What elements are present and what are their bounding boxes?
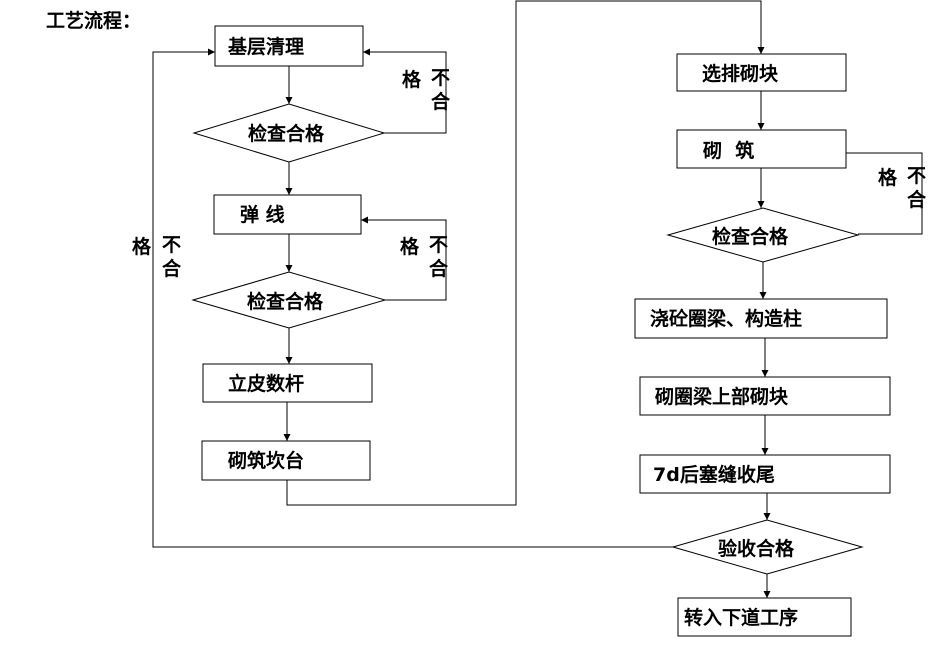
node-masonry [676,129,847,169]
loop-d3-label-bottom: 合 [907,188,927,211]
node-masonry-label: 砌 筑 [702,139,754,162]
loop-d2-label-bottom: 合 [429,257,449,280]
loop-d4-label-top: 不 [162,234,181,256]
node-pour-ring-beam-label: 浇砼圈梁、构造柱 [650,307,802,330]
decision-acceptance-label: 验收合格 [718,537,795,560]
loop-d2-label-top: 不 [429,234,448,256]
loop-d3-n6 [846,152,923,235]
loop-d1-n1 [363,48,447,134]
loop-d2-label-side: 格 [400,235,420,258]
decision-check-1-label: 检查合格 [248,122,325,145]
loop-d3-label-top: 不 [907,165,926,187]
decision-check-3 [666,207,860,263]
node-snap-line [213,194,362,235]
decision-acceptance [671,519,864,575]
decision-check-2-label: 检查合格 [247,290,324,313]
node-upper-blocks [639,376,891,416]
loop-d2-n2 [361,216,447,301]
loop-d1-label-bottom: 合 [431,90,451,113]
node-arrange-blocks [676,53,847,92]
loop-d1-label-side: 格 [402,68,422,91]
node-arrange-blocks-label: 选排砌块 [702,62,779,85]
node-next-process [677,597,852,637]
node-snap-line-label: 弹 线 [240,203,285,226]
node-upper-blocks-label: 砌圈梁上部砌块 [654,385,789,408]
node-seal-gaps [639,454,891,494]
node-base-cleaning-label: 基层清理 [227,35,304,58]
connector-to-right-column [286,0,765,506]
node-pour-ring-beam [634,298,888,339]
node-story-pole-label: 立皮数杆 [228,372,304,395]
loop-d4-n1 [152,48,673,548]
page-title: 工艺流程： [46,10,142,32]
node-base-cleaning [214,25,364,67]
loop-d1-label-top: 不 [431,67,450,89]
loop-d3-label-side: 格 [878,166,898,189]
node-seal-gaps-label: 7d后塞缝收尾 [653,463,775,486]
loop-d4-label-side: 格 [132,235,152,258]
node-build-curb [201,440,371,481]
loop-d4-label-bottom: 合 [162,257,182,280]
node-build-curb-label: 砌筑坎台 [227,449,304,472]
decision-check-3-label: 检查合格 [712,225,789,248]
node-next-process-label: 转入下道工序 [684,606,798,629]
